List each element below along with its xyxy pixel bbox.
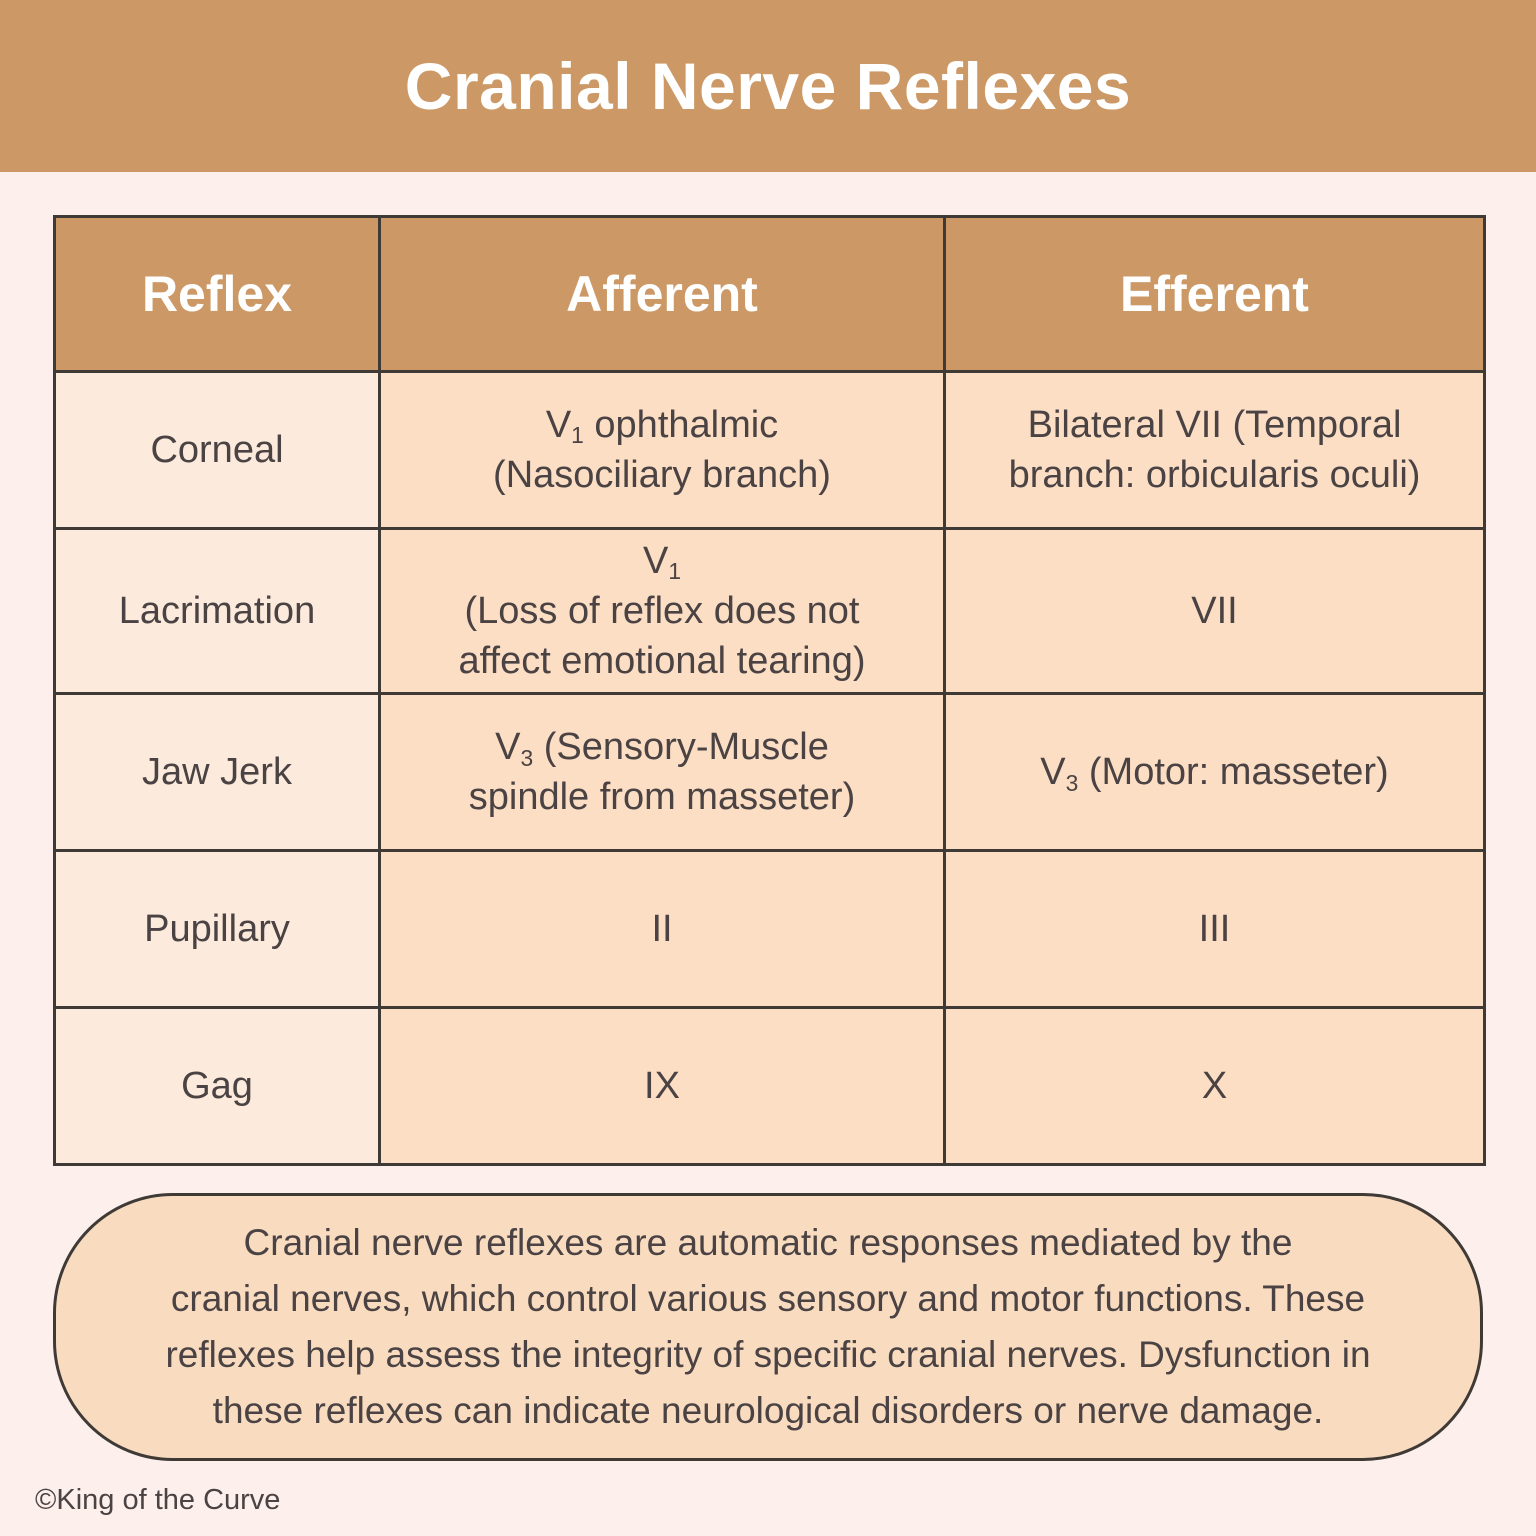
table-row: Corneal V1 ophthalmic(Nasociliary branch… <box>53 370 1486 530</box>
column-header-efferent: Efferent <box>943 215 1486 373</box>
efferent-cell: III <box>943 849 1486 1010</box>
efferent-cell: VII <box>943 526 1486 696</box>
reflex-cell: Pupillary <box>53 849 381 1010</box>
note-box: Cranial nerve reflexes are automatic res… <box>53 1193 1483 1461</box>
reflex-cell: Jaw Jerk <box>53 692 381 853</box>
afferent-cell: IX <box>378 1006 946 1167</box>
page-header: Cranial Nerve Reflexes <box>0 0 1536 172</box>
footer-credit: ©King of the Curve <box>35 1484 281 1516</box>
reflex-cell: Gag <box>53 1006 381 1167</box>
afferent-cell: II <box>378 849 946 1010</box>
table-row: Gag IX X <box>53 1006 1486 1167</box>
efferent-cell: X <box>943 1006 1486 1167</box>
page-title: Cranial Nerve Reflexes <box>404 49 1132 123</box>
efferent-cell: V3 (Motor: masseter) <box>943 692 1486 853</box>
table-header-row: Reflex Afferent Efferent <box>53 215 1486 373</box>
reflex-table: Reflex Afferent Efferent Corneal V1 opht… <box>53 215 1486 1167</box>
column-header-afferent: Afferent <box>378 215 946 373</box>
note-text: Cranial nerve reflexes are automatic res… <box>165 1221 1371 1432</box>
column-header-reflex: Reflex <box>53 215 381 373</box>
reflex-cell: Lacrimation <box>53 526 381 696</box>
table-row: Pupillary II III <box>53 849 1486 1010</box>
afferent-cell: V1 ophthalmic(Nasociliary branch) <box>378 370 946 530</box>
reflex-cell: Corneal <box>53 370 381 530</box>
